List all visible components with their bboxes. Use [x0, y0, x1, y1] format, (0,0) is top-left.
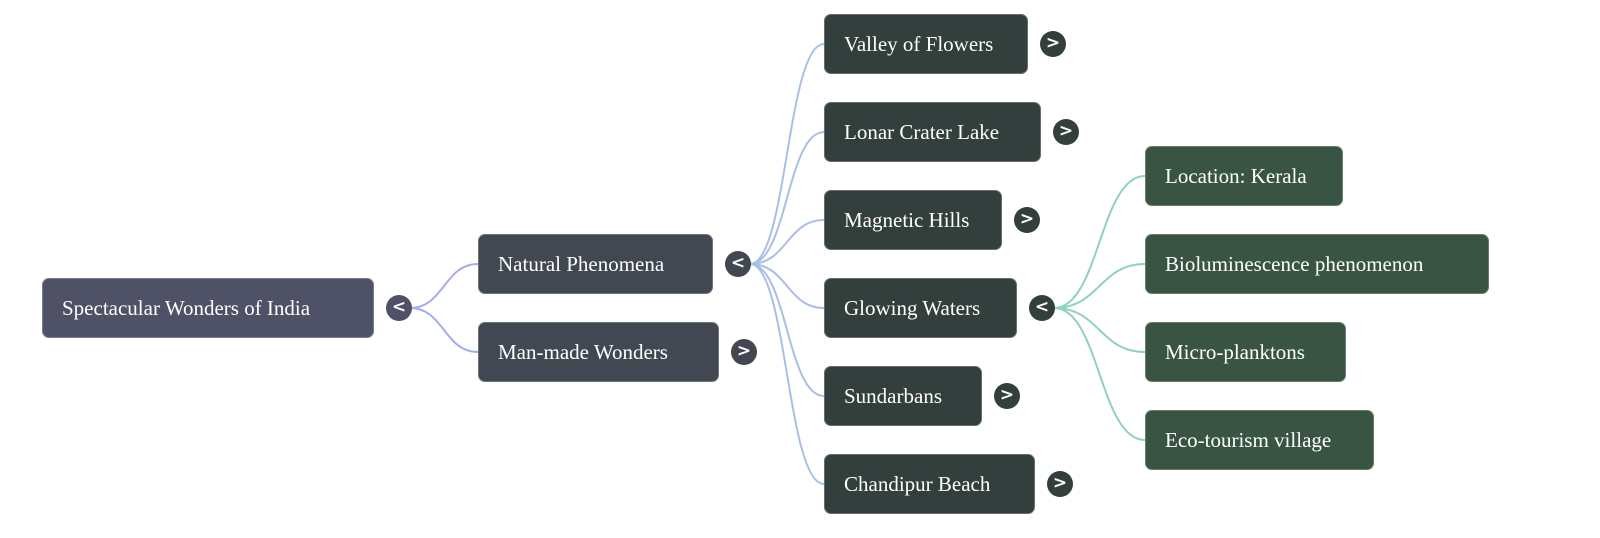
node-label: Man-made Wonders [498, 340, 668, 364]
node-bioluminescence-phenomenon[interactable]: Bioluminescence phenomenon [1145, 234, 1489, 294]
node-label: Bioluminescence phenomenon [1165, 252, 1424, 276]
node-valley-of-flowers[interactable]: Valley of Flowers [824, 14, 1028, 74]
glowing-waters-collapse-toggle chevron-left-icon[interactable]: < [1029, 295, 1055, 321]
node-man-made-wonders[interactable]: Man-made Wonders [478, 322, 719, 382]
sundarbans-expand-toggle chevron-right-icon[interactable]: > [994, 383, 1020, 409]
valley-of-flowers-expand-toggle chevron-right-icon[interactable]: > [1040, 31, 1066, 57]
connector-root-to-child [409, 307, 479, 353]
node-label: Valley of Flowers [844, 32, 994, 56]
connector-glowing-waters-to-child [1053, 307, 1146, 441]
node-glowing-waters[interactable]: Glowing Waters [824, 278, 1017, 338]
root-collapse-toggle chevron-left-icon[interactable]: < [386, 295, 412, 321]
node-lonar-crater-lake[interactable]: Lonar Crater Lake [824, 102, 1041, 162]
man-made-wonders-expand-toggle chevron-right-icon[interactable]: > [731, 339, 757, 365]
node-location-kerala[interactable]: Location: Kerala [1145, 146, 1343, 206]
connector-glowing-waters-to-child [1053, 307, 1146, 353]
connector-natural-phenomena-to-child [749, 263, 825, 485]
node-label: Lonar Crater Lake [844, 120, 1000, 144]
connector-root-to-child [409, 263, 479, 309]
node-chandipur-beach[interactable]: Chandipur Beach [824, 454, 1035, 514]
root-node-label: Spectacular Wonders of India [62, 296, 311, 320]
root-node[interactable]: Spectacular Wonders of India [42, 278, 374, 338]
magnetic-hills-expand-toggle chevron-right-icon[interactable]: > [1014, 207, 1040, 233]
natural-phenomena-collapse-toggle chevron-left-icon[interactable]: < [725, 251, 751, 277]
node-sundarbans[interactable]: Sundarbans [824, 366, 982, 426]
node-label: Natural Phenomena [498, 252, 665, 276]
node-label: Location: Kerala [1165, 164, 1307, 188]
node-label: Glowing Waters [844, 296, 981, 320]
connector-natural-phenomena-to-child [749, 263, 825, 397]
node-micro-planktons[interactable]: Micro-planktons [1145, 322, 1346, 382]
node-label: Micro-planktons [1165, 340, 1305, 364]
node-natural-phenomena[interactable]: Natural Phenomena [478, 234, 713, 294]
node-label: Magnetic Hills [844, 208, 970, 232]
node-label: Sundarbans [844, 384, 942, 408]
node-label: Chandipur Beach [844, 472, 991, 496]
connector-glowing-waters-to-child [1053, 175, 1146, 309]
connector-glowing-waters-to-child [1053, 263, 1146, 309]
lonar-crater-lake-expand-toggle chevron-right-icon[interactable]: > [1053, 119, 1079, 145]
node-label: Eco-tourism village [1165, 428, 1332, 452]
node-eco-tourism-village[interactable]: Eco-tourism village [1145, 410, 1374, 470]
node-magnetic-hills[interactable]: Magnetic Hills [824, 190, 1002, 250]
connector-natural-phenomena-to-child [749, 43, 825, 265]
connector-natural-phenomena-to-child [749, 219, 825, 265]
connector-natural-phenomena-to-child [749, 263, 825, 309]
chandipur-beach-expand-toggle chevron-right-icon[interactable]: > [1047, 471, 1073, 497]
connector-natural-phenomena-to-child [749, 131, 825, 265]
